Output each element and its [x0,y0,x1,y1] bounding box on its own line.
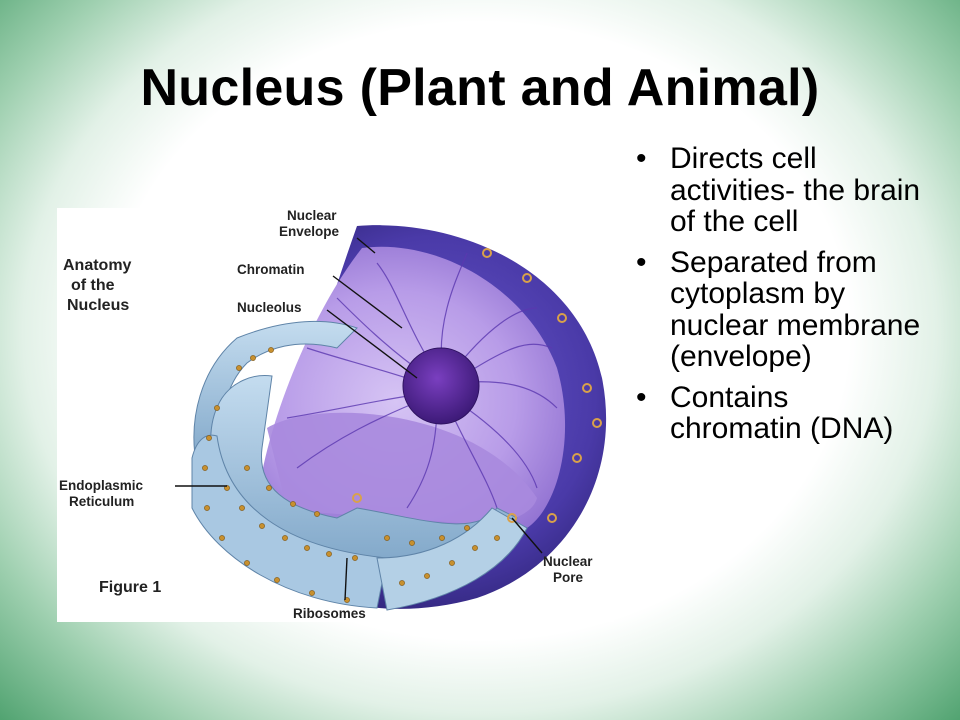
label-chromatin: Chromatin [237,262,305,277]
figure-caption: Figure 1 [99,579,161,596]
label-nuclear-envelope-2: Envelope [279,224,340,239]
figure-heading-line-2: of the [71,277,115,294]
er-layer-1 [193,320,358,469]
bullet-marker: • [636,245,647,279]
ribosome-dots [202,347,500,603]
nuclear-pore-rings [352,248,602,523]
bullet-marker: • [636,380,647,414]
bullet-text: Contains chromatin (DNA) [670,380,894,445]
nucleolus-shape [403,348,479,424]
leader-lines [175,237,543,601]
bullet-marker: • [636,142,647,175]
label-ribosomes: Ribosomes [293,606,366,621]
bullet-item: • Contains chromatin (DNA) [636,380,926,445]
figure-heading-line-3: Nucleus [67,297,129,314]
label-er-2: Reticulum [69,494,134,509]
label-nuclear-pore-2: Pore [553,570,584,585]
label-nuclear-pore-1: Nuclear [543,554,593,569]
bullet-text: Directs cell activities- the brain of th… [670,142,921,238]
bullet-item: • Separated from cytoplasm by nuclear me… [636,245,926,373]
nucleus-diagram: Anatomy of the Nucleus Nuclear Envelope … [59,208,607,621]
label-nucleolus: Nucleolus [237,300,302,315]
label-er-1: Endoplasmic [59,478,144,493]
bullet-list: • Directs cell activities- the brain of … [636,143,926,454]
lower-cut-face [267,412,537,530]
label-nuclear-envelope-1: Nuclear [287,208,337,223]
slide-title: Nucleus (Plant and Animal) [140,59,820,117]
bullet-item: • Directs cell activities- the brain of … [636,143,926,238]
er-layer-4 [376,507,528,611]
bullet-text: Separated from cytoplasm by nuclear memb… [670,245,921,373]
er-layer-3 [191,434,388,609]
nucleus-anatomy-figure: Anatomy of the Nucleus Nuclear Envelope … [57,208,614,622]
figure-heading-line-1: Anatomy [63,257,132,274]
